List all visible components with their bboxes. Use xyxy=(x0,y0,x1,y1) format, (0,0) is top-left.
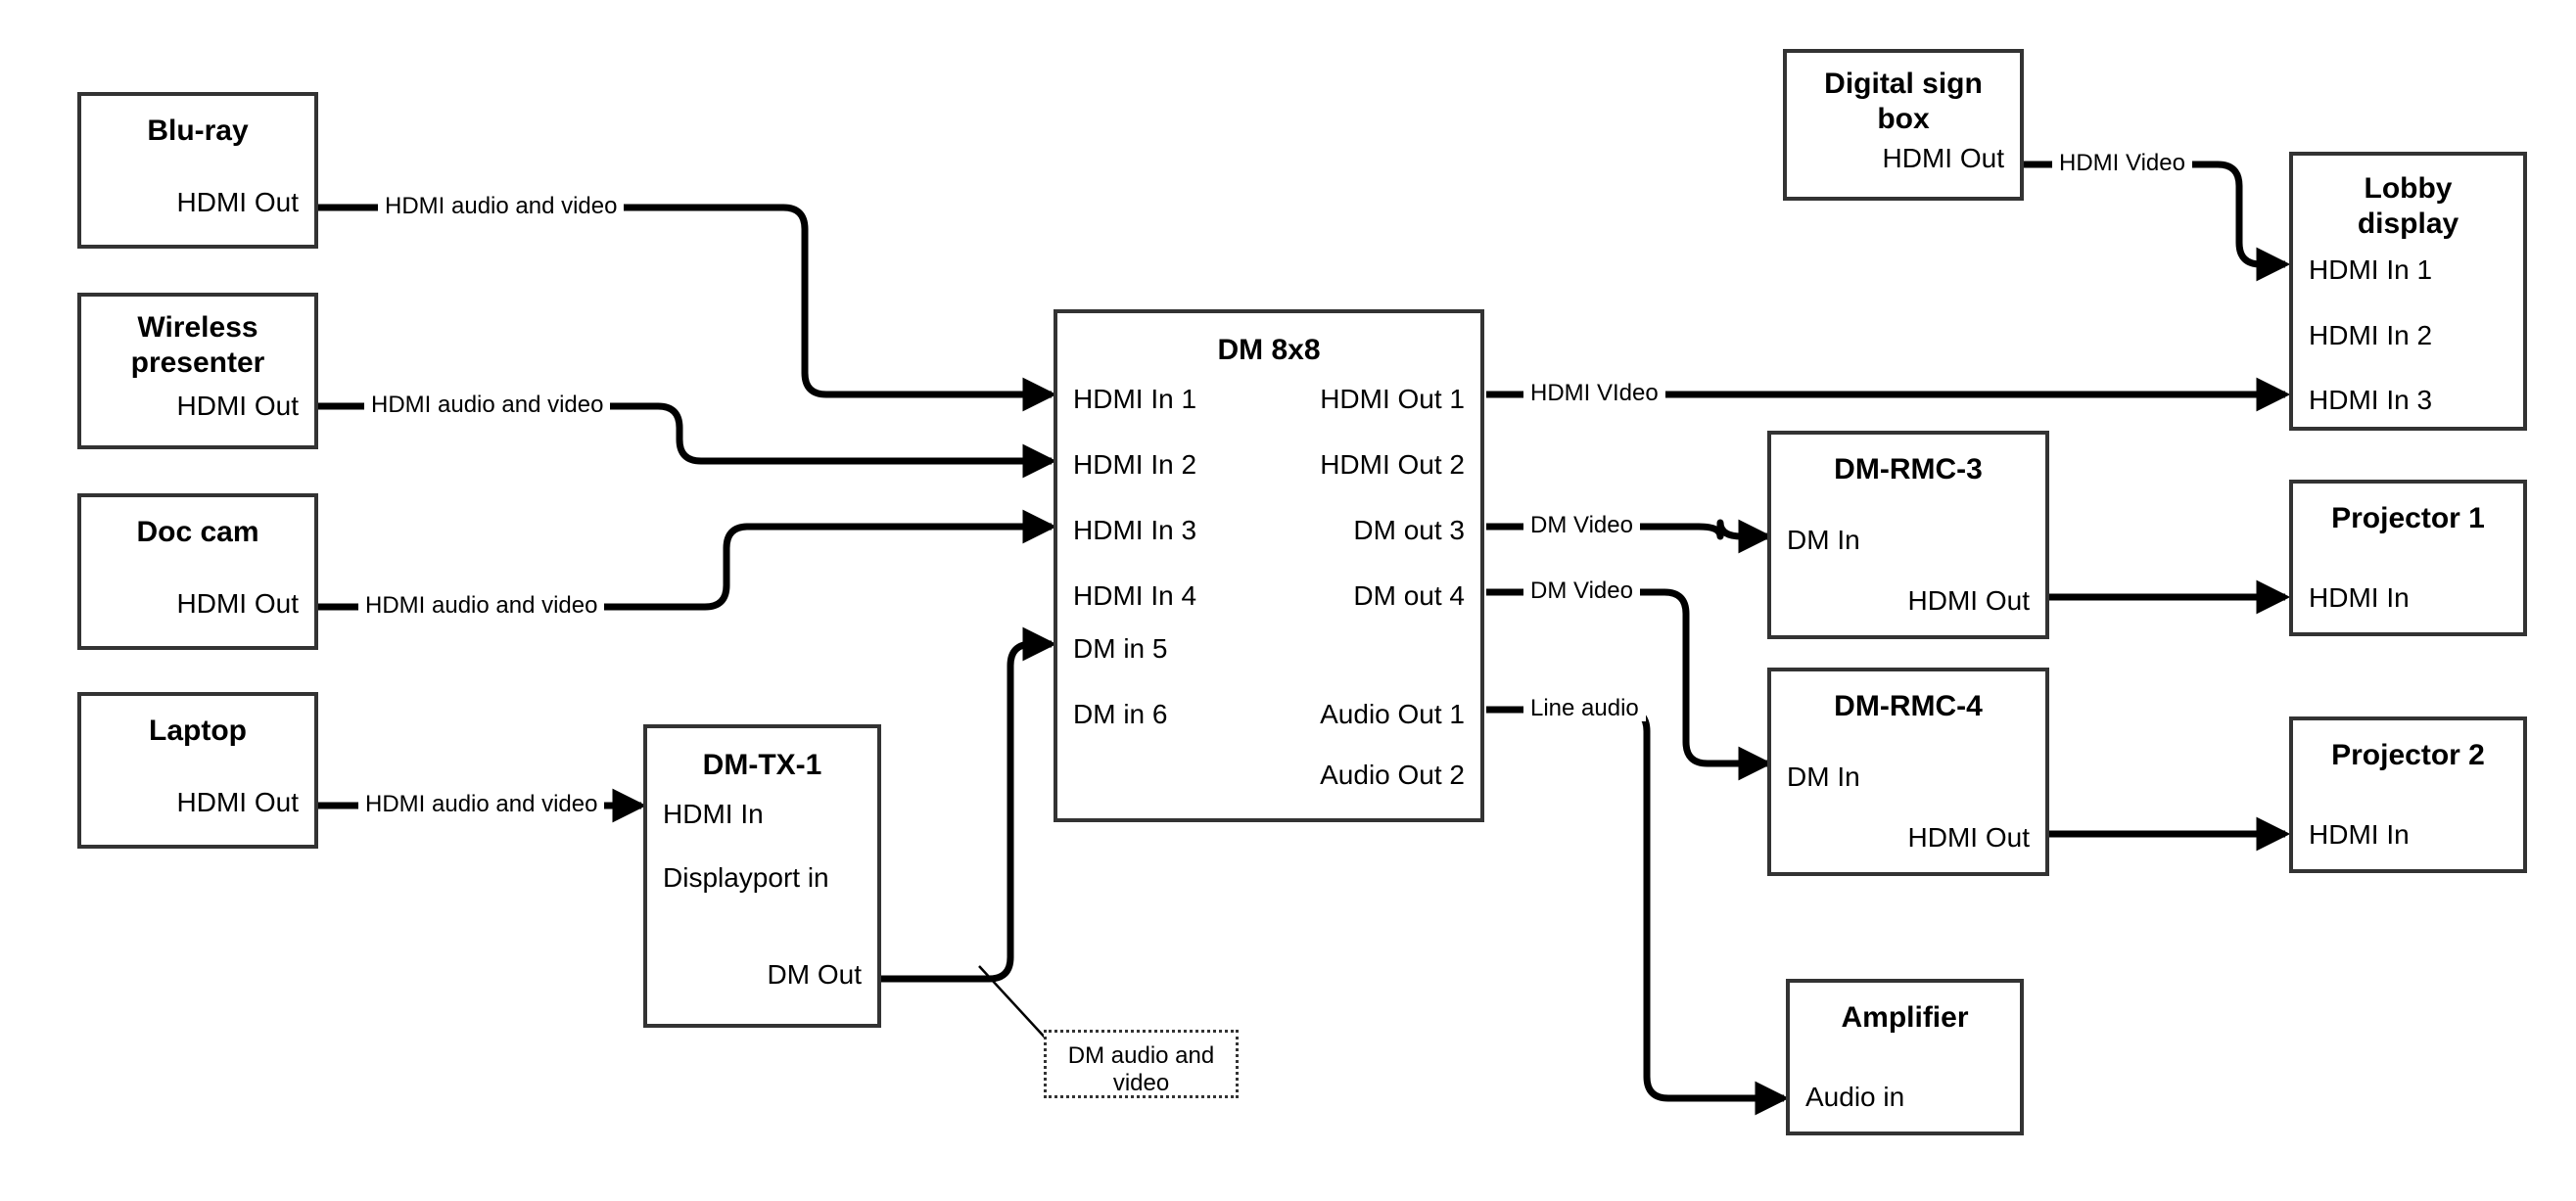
node-doc-cam-title: Doc cam xyxy=(136,516,259,548)
node-digital-sign-box-title-line2: box xyxy=(1877,103,1930,135)
node-dm-8x8-input-dm-in-5: DM in 5 xyxy=(1073,633,1168,664)
node-laptop-title: Laptop xyxy=(149,715,247,747)
node-dm-rmc-3[interactable]: DM-RMC-3 DM In HDMI Out xyxy=(1767,431,2049,639)
node-dm-tx-1-port-displayport-in: Displayport in xyxy=(663,862,829,893)
node-bluray-title: Blu-ray xyxy=(147,115,249,147)
node-dm-8x8-output-hdmi-out-1: HDMI Out 1 xyxy=(1320,384,1465,414)
leader-dm-audio-video-note xyxy=(978,965,1049,1041)
node-dm-rmc-4-port-hdmi-out: HDMI Out xyxy=(1907,822,2030,853)
note-dm-audio-and-video-line1: DM audio and xyxy=(1067,1042,1215,1069)
wire-label-dmout3-rmc3: DM Video xyxy=(1523,512,1640,539)
node-lobby-display-input-hdmi-in-1: HDMI In 1 xyxy=(2309,254,2433,285)
wire-dmtx1-to-dm8x8 xyxy=(881,626,1057,983)
node-projector-2-title: Projector 2 xyxy=(2331,739,2485,771)
node-projector-1[interactable]: Projector 1 HDMI In xyxy=(2289,480,2527,636)
node-dm-rmc-4-port-dm-in: DM In xyxy=(1787,762,1860,792)
node-projector-1-port-hdmi-in: HDMI In xyxy=(2309,582,2410,613)
node-dm-8x8-output-dm-out-4: DM out 4 xyxy=(1353,580,1465,611)
node-dm-rmc-3-port-dm-in: DM In xyxy=(1787,525,1860,555)
node-doc-cam-port-hdmi-out: HDMI Out xyxy=(176,588,299,619)
wire-label-audioout1-amp: Line audio xyxy=(1523,695,1646,722)
node-dm-rmc-3-port-hdmi-out: HDMI Out xyxy=(1907,585,2030,616)
note-dm-audio-and-video-line2: video xyxy=(1112,1070,1170,1096)
node-dm-rmc-4-title: DM-RMC-4 xyxy=(1834,690,1983,722)
wire-label-doccam-to-dm: HDMI audio and video xyxy=(358,592,605,620)
node-dm-8x8-output-audio-out-1: Audio Out 1 xyxy=(1320,699,1465,729)
node-dm-8x8-output-audio-out-2: Audio Out 2 xyxy=(1320,760,1465,790)
node-dm-8x8-input-hdmi-in-2: HDMI In 2 xyxy=(1073,449,1197,480)
node-laptop[interactable]: Laptop HDMI Out xyxy=(77,692,318,849)
node-dm-8x8-input-hdmi-in-3: HDMI In 3 xyxy=(1073,515,1197,545)
node-projector-2-port-hdmi-in: HDMI In xyxy=(2309,819,2410,850)
node-dm-rmc-4[interactable]: DM-RMC-4 DM In HDMI Out xyxy=(1767,668,2049,876)
node-projector-1-title: Projector 1 xyxy=(2331,502,2485,534)
node-amplifier[interactable]: Amplifier Audio in xyxy=(1786,979,2024,1135)
node-dm-8x8-title: DM 8x8 xyxy=(1217,334,1321,366)
node-dm-tx-1-port-hdmi-in: HDMI In xyxy=(663,799,764,829)
node-wireless-presenter-title-line2: presenter xyxy=(130,346,265,379)
wire-label-wireless-to-dm: HDMI audio and video xyxy=(364,392,611,419)
node-dm-8x8-output-hdmi-out-2: HDMI Out 2 xyxy=(1320,449,1465,480)
node-amplifier-port-audio-in: Audio in xyxy=(1805,1082,1905,1112)
node-doc-cam[interactable]: Doc cam HDMI Out xyxy=(77,493,318,650)
node-digital-sign-box-title-line1: Digital sign xyxy=(1824,68,1983,100)
wire-audioout1-to-amplifier xyxy=(1486,706,1790,1116)
node-projector-2[interactable]: Projector 2 HDMI In xyxy=(2289,716,2527,873)
node-dm-rmc-3-title: DM-RMC-3 xyxy=(1834,453,1983,485)
node-lobby-display-title-line1: Lobby xyxy=(2364,172,2453,205)
node-wireless-presenter-title-line1: Wireless xyxy=(137,311,258,344)
node-dm-8x8-output-dm-out-3: DM out 3 xyxy=(1353,515,1465,545)
node-digital-sign-box-port-hdmi-out: HDMI Out xyxy=(1882,143,2004,173)
node-lobby-display[interactable]: Lobby display HDMI In 1 HDMI In 2 HDMI I… xyxy=(2289,152,2527,431)
node-dm-tx-1[interactable]: DM-TX-1 HDMI In Displayport in DM Out xyxy=(643,724,881,1028)
node-dm-8x8-input-dm-in-6: DM in 6 xyxy=(1073,699,1168,729)
node-dm-tx-1-title: DM-TX-1 xyxy=(702,749,822,781)
node-laptop-port-hdmi-out: HDMI Out xyxy=(176,787,299,817)
node-dm-8x8-input-hdmi-in-4: HDMI In 4 xyxy=(1073,580,1197,611)
node-wireless-presenter-port-hdmi-out: HDMI Out xyxy=(176,391,299,421)
node-dm-8x8-input-hdmi-in-1: HDMI In 1 xyxy=(1073,384,1197,414)
wire-label-laptop-to-tx: HDMI audio and video xyxy=(358,791,605,818)
node-bluray-port-hdmi-out: HDMI Out xyxy=(176,187,299,217)
node-amplifier-title: Amplifier xyxy=(1841,1001,1969,1034)
node-lobby-display-input-hdmi-in-3: HDMI In 3 xyxy=(2309,385,2433,415)
node-digital-sign-box[interactable]: Digital sign box HDMI Out xyxy=(1783,49,2024,201)
node-dm-8x8[interactable]: DM 8x8 HDMI In 1 HDMI In 2 HDMI In 3 HDM… xyxy=(1054,309,1484,822)
note-dm-audio-and-video: DM audio and video xyxy=(1044,1030,1239,1098)
node-lobby-display-title-line2: display xyxy=(2357,208,2459,240)
node-bluray[interactable]: Blu-ray HDMI Out xyxy=(77,92,318,249)
wire-bluray-to-dm8x8 xyxy=(318,204,1057,412)
node-dm-tx-1-port-dm-out: DM Out xyxy=(767,959,862,990)
wire-label-dmout4-rmc4: DM Video xyxy=(1523,577,1640,605)
node-lobby-display-input-hdmi-in-2: HDMI In 2 xyxy=(2309,320,2433,350)
node-wireless-presenter[interactable]: Wireless presenter HDMI Out xyxy=(77,293,318,449)
wire-label-hdmiout1-lobby: HDMI VIdeo xyxy=(1523,380,1665,407)
wire-label-sign-to-lobby: HDMI Video xyxy=(2052,150,2192,177)
wire-dmout4-to-dmrmc4 xyxy=(1486,588,1773,781)
wire-label-bluray-to-dm: HDMI audio and video xyxy=(378,193,625,220)
wire-sign-to-lobby xyxy=(2022,161,2291,282)
